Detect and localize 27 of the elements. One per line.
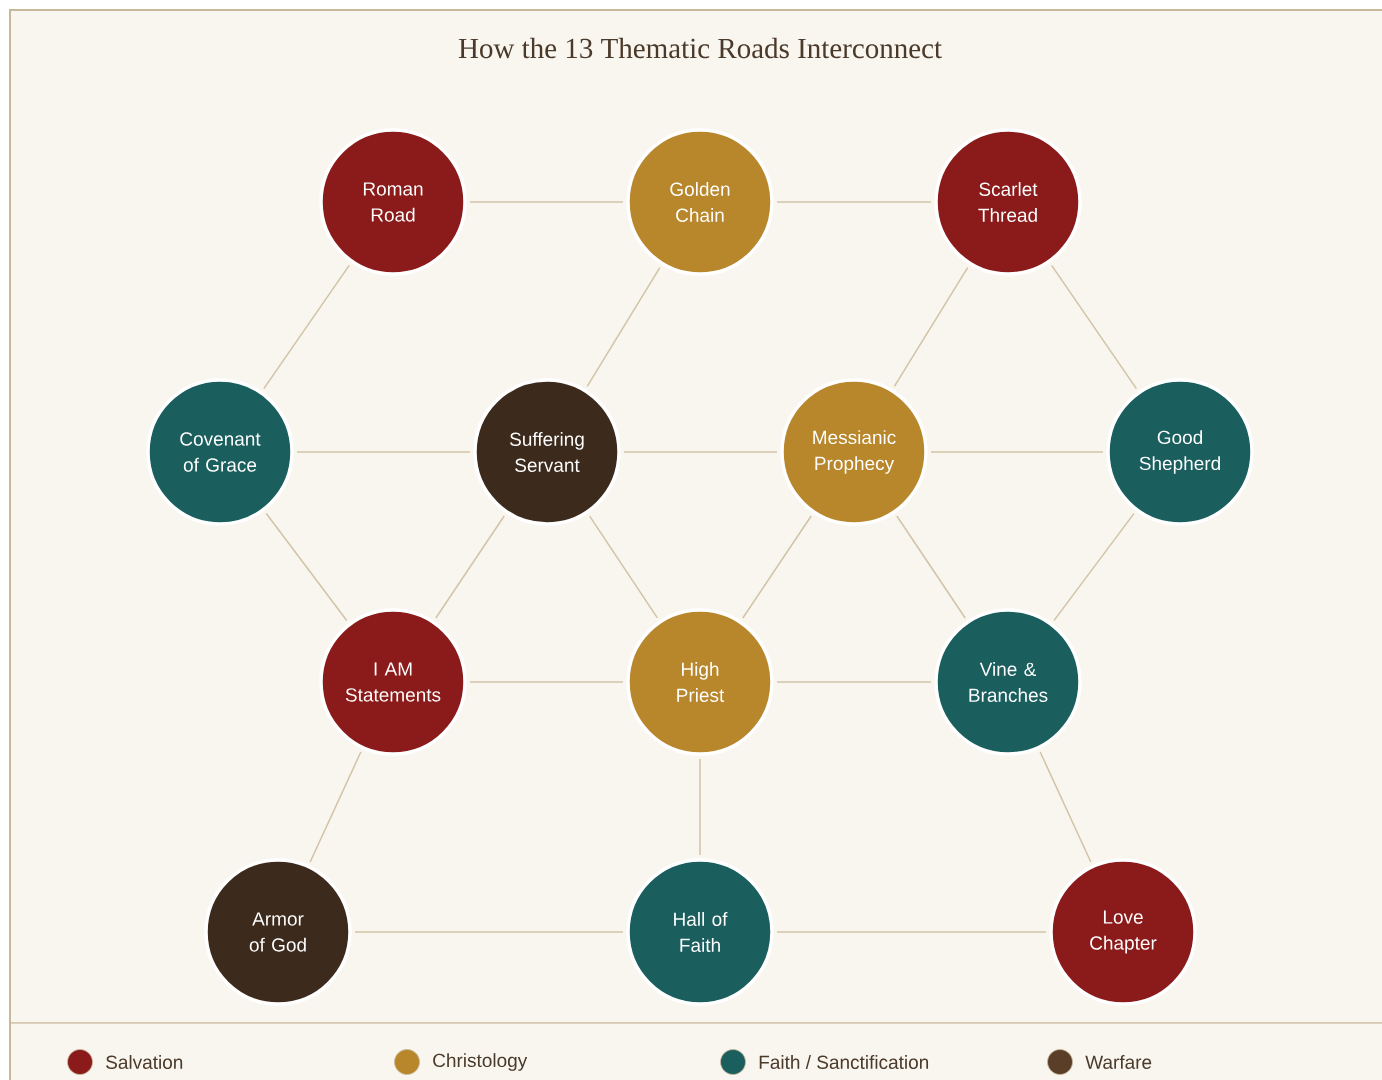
connector-line <box>930 451 1104 453</box>
connector-line <box>296 451 471 453</box>
connector-line <box>1050 264 1138 390</box>
connector-line <box>776 201 932 203</box>
connector-line <box>586 266 661 388</box>
legend-label: Warfare <box>1085 1055 1152 1069</box>
connector-line <box>896 515 966 619</box>
connector-line <box>893 266 969 388</box>
connector-line <box>588 515 659 619</box>
connector-line <box>265 512 348 622</box>
legend-label: Christology <box>433 1053 528 1071</box>
connector-line <box>469 681 624 683</box>
connector-line <box>776 931 1047 933</box>
connector-line <box>742 515 812 619</box>
connector-line <box>776 681 932 683</box>
connector-line <box>309 751 362 863</box>
connector-line <box>354 931 624 933</box>
connector-line <box>699 758 701 856</box>
legend-label: Faith / Sanctification <box>759 1055 929 1069</box>
connector-line <box>1039 751 1092 863</box>
legend-label: Salvation <box>106 1055 183 1069</box>
title: How the 13 Thematic Roads Interconnect <box>458 37 942 59</box>
connector-line <box>469 201 624 203</box>
connector-line <box>435 515 505 619</box>
connector-line <box>623 451 778 453</box>
connector-line <box>263 264 350 390</box>
connector-line <box>1053 512 1135 622</box>
